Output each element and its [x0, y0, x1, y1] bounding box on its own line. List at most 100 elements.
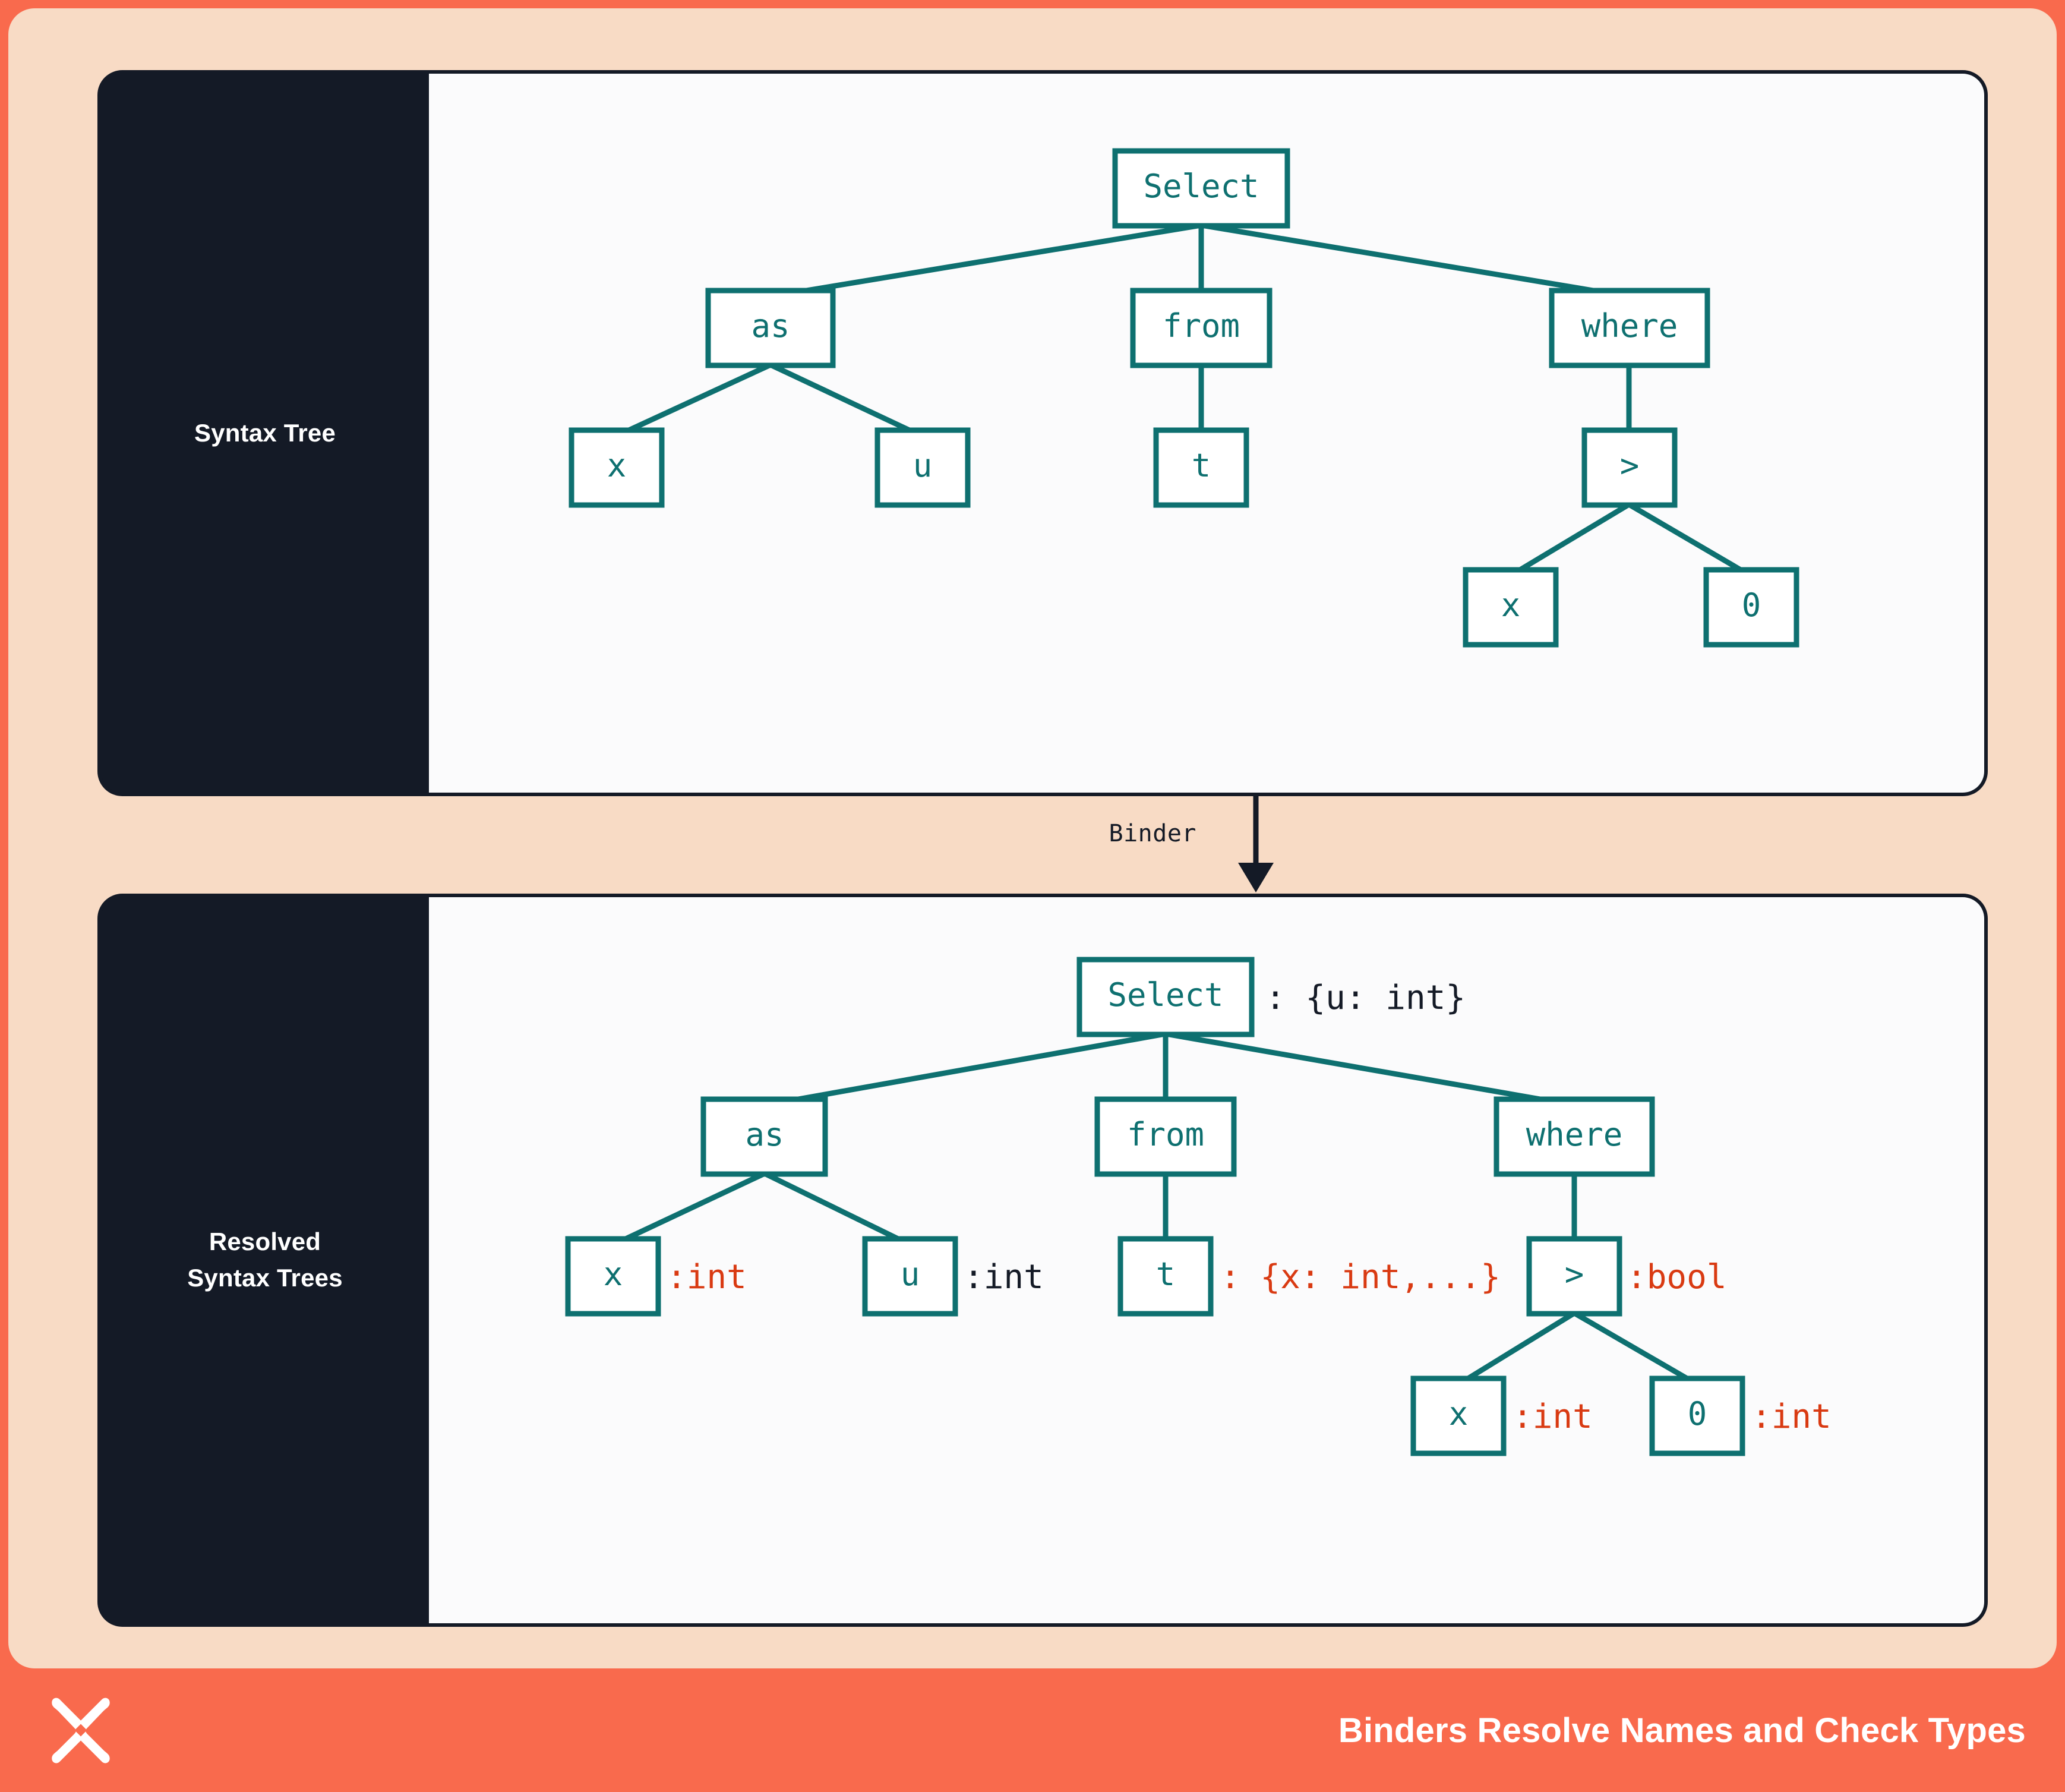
- node-gt[interactable]: >: [1581, 427, 1678, 508]
- node-from-box[interactable]: [1094, 1096, 1237, 1177]
- node-u[interactable]: u: [874, 427, 971, 508]
- edge-as-x: [612, 1171, 766, 1248]
- node-gt-box[interactable]: [1581, 427, 1678, 508]
- logo-center-diamond: [74, 1724, 87, 1737]
- node-x-right[interactable]: x: [1463, 567, 1559, 648]
- node-where-label: where: [1526, 1116, 1623, 1153]
- node-x-right[interactable]: x :int: [1410, 1375, 1593, 1456]
- node-as-label: as: [751, 307, 790, 345]
- node-t-annotation: : {x: int,...}: [1220, 1258, 1501, 1296]
- node-as[interactable]: as: [705, 288, 836, 368]
- panel-bottom-sidebar: Resolved Syntax Trees: [101, 897, 429, 1623]
- footer-banner-title: Binders Resolve Names and Check Types: [1338, 1711, 2026, 1750]
- edge-select-where: [1201, 222, 1630, 299]
- panel-top-body: Select as from: [429, 74, 1984, 793]
- node-as-box[interactable]: [705, 288, 836, 368]
- node-from-label: from: [1163, 307, 1240, 345]
- node-as-label: as: [745, 1116, 784, 1153]
- node-select-box[interactable]: [1076, 957, 1255, 1037]
- node-where[interactable]: where: [1494, 1096, 1655, 1177]
- panel-top-sidebar: Syntax Tree: [101, 74, 429, 793]
- syntax-tree-edges: [615, 222, 1753, 578]
- panel-bottom-title-line1: Resolved: [209, 1228, 321, 1256]
- node-zero-box[interactable]: [1703, 567, 1799, 648]
- edge-as-x: [615, 362, 772, 439]
- four-pointed-star-logo-icon: [52, 1698, 110, 1763]
- node-u[interactable]: u :int: [862, 1236, 1044, 1317]
- edge-gt-x: [1457, 1311, 1576, 1387]
- diagram-canvas: Syntax Tree: [8, 8, 2057, 1668]
- node-from-box[interactable]: [1130, 288, 1273, 368]
- resolved-tree-edges: [612, 1031, 1699, 1387]
- edge-gt-zero: [1573, 1311, 1699, 1387]
- edge-select-where: [1165, 1031, 1575, 1108]
- edge-select-as: [764, 1031, 1166, 1108]
- binder-label: Binder: [1109, 820, 1196, 847]
- panel-bottom-body: Select : {u: int} as from: [429, 897, 1984, 1623]
- edge-as-u: [763, 1171, 911, 1248]
- node-t[interactable]: t: [1153, 427, 1249, 508]
- node-as-box[interactable]: [700, 1096, 828, 1177]
- node-t-label: t: [1156, 1255, 1176, 1293]
- node-zero[interactable]: 0: [1703, 567, 1799, 648]
- node-x-right-annotation: :int: [1513, 1397, 1593, 1436]
- node-where-box[interactable]: [1549, 288, 1710, 368]
- node-zero-label: 0: [1688, 1395, 1707, 1433]
- edge-gt-x: [1508, 502, 1631, 578]
- node-x-left-label: x: [604, 1255, 623, 1293]
- node-x-left-annotation: :int: [667, 1258, 747, 1296]
- node-where-box[interactable]: [1494, 1096, 1655, 1177]
- edge-gt-zero: [1627, 502, 1753, 578]
- panel-bottom-title-line2: Syntax Trees: [187, 1264, 343, 1292]
- node-zero-box[interactable]: [1649, 1375, 1745, 1456]
- node-from-label: from: [1127, 1116, 1204, 1153]
- binder-arrow-head: [1238, 863, 1274, 892]
- node-gt[interactable]: > :bool: [1526, 1236, 1727, 1317]
- node-where-label: where: [1581, 307, 1678, 345]
- binder-arrow-icon: [1238, 796, 1274, 892]
- node-t-box[interactable]: [1117, 1236, 1214, 1317]
- node-t[interactable]: t : {x: int,...}: [1117, 1236, 1501, 1317]
- footer-banner: Binders Resolve Names and Check Types: [0, 1668, 2065, 1792]
- syntax-tree-nodes: Select as from: [569, 148, 1799, 648]
- node-x-right-label: x: [1501, 586, 1521, 624]
- edge-as-u: [769, 362, 923, 439]
- node-x-left-box[interactable]: [565, 1236, 661, 1317]
- node-x-left[interactable]: x :int: [565, 1236, 747, 1317]
- node-t-box[interactable]: [1153, 427, 1249, 508]
- edge-select-as: [770, 222, 1202, 299]
- node-x-right-label: x: [1449, 1395, 1469, 1433]
- node-from[interactable]: from: [1094, 1096, 1237, 1177]
- syntax-tree-graphic: Select as from: [569, 148, 1799, 648]
- node-gt-label: >: [1620, 447, 1640, 484]
- node-select-box[interactable]: [1112, 148, 1290, 229]
- node-u-box[interactable]: [862, 1236, 958, 1317]
- node-select[interactable]: Select : {u: int}: [1076, 957, 1466, 1037]
- binder-connector: Binder: [959, 796, 1375, 894]
- node-u-label: u: [913, 447, 933, 484]
- node-u-box[interactable]: [874, 427, 971, 508]
- node-x-right-box[interactable]: [1463, 567, 1559, 648]
- node-gt-label: >: [1565, 1255, 1584, 1293]
- node-x-left[interactable]: x: [569, 427, 665, 508]
- node-t-label: t: [1192, 447, 1211, 484]
- node-zero[interactable]: 0 :int: [1649, 1375, 1832, 1456]
- panel-top-title: Syntax Tree: [194, 418, 336, 447]
- panel-resolved-syntax-trees: Resolved Syntax Trees: [97, 894, 1988, 1627]
- node-select[interactable]: Select: [1112, 148, 1290, 229]
- node-x-right-box[interactable]: [1410, 1375, 1507, 1456]
- node-as[interactable]: as: [700, 1096, 828, 1177]
- node-x-left-label: x: [607, 447, 627, 484]
- node-select-annotation: : {u: int}: [1265, 979, 1466, 1017]
- node-zero-label: 0: [1742, 586, 1761, 624]
- panel-syntax-tree: Syntax Tree: [97, 70, 1988, 796]
- node-from[interactable]: from: [1130, 288, 1273, 368]
- node-x-left-box[interactable]: [569, 427, 665, 508]
- node-gt-box[interactable]: [1526, 1236, 1622, 1317]
- resolved-syntax-tree-graphic: Select : {u: int} as from: [565, 957, 1832, 1456]
- node-u-annotation: :int: [964, 1258, 1044, 1296]
- node-where[interactable]: where: [1549, 288, 1710, 368]
- node-gt-annotation: :bool: [1627, 1258, 1727, 1296]
- node-zero-annotation: :int: [1751, 1397, 1832, 1436]
